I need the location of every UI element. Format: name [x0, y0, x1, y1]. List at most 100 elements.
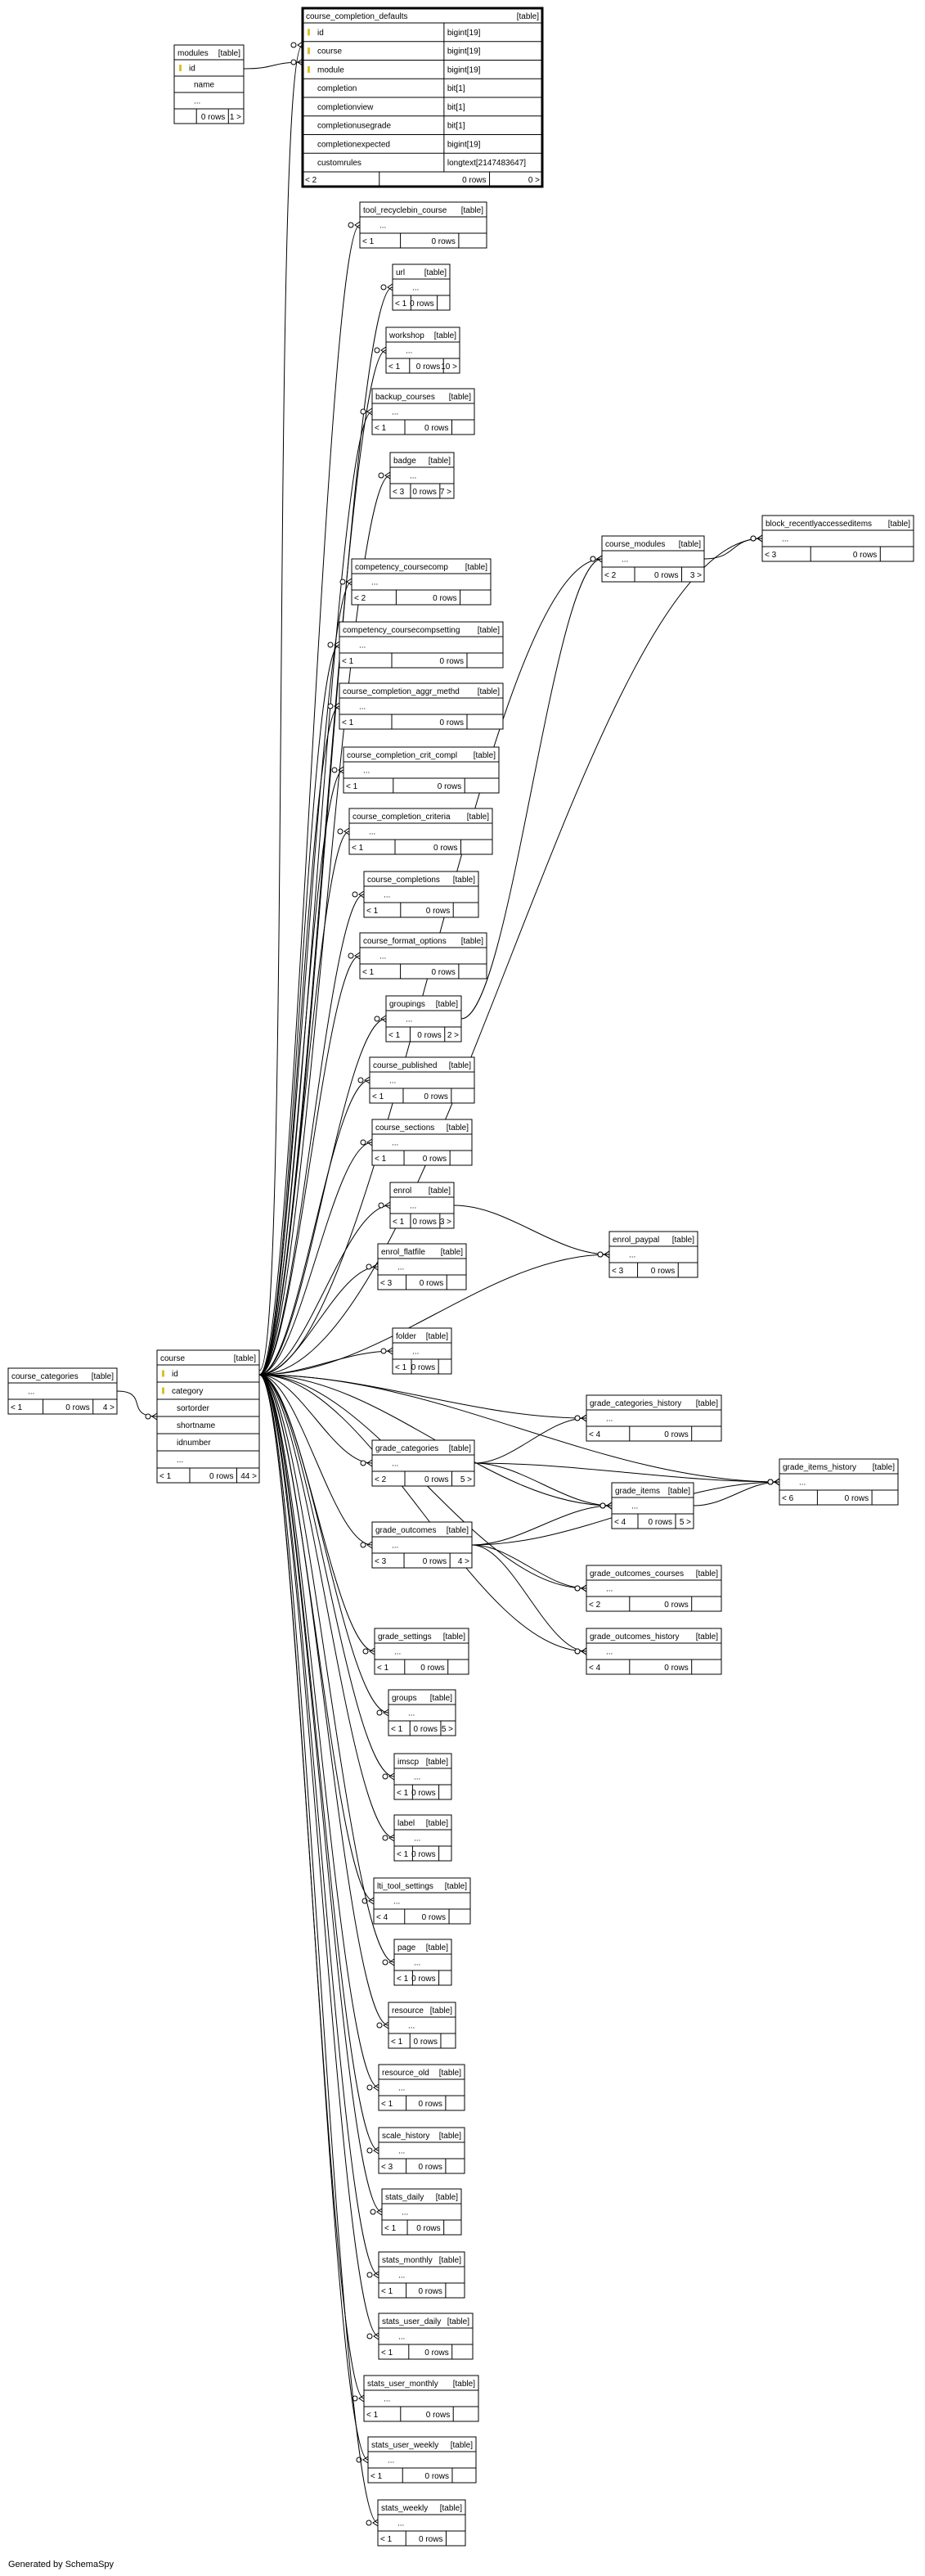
table-parents-count[interactable]: < 3	[765, 551, 777, 560]
table-parents-count[interactable]: < 4	[589, 1430, 601, 1439]
table-parents-count[interactable]: < 1	[375, 1155, 387, 1164]
table-children-count[interactable]: 4 >	[458, 1557, 469, 1566]
table-parents-count[interactable]: < 1	[388, 363, 401, 372]
table-course-completion-crit-compl[interactable]: course_completion_crit_compl[table]...< …	[343, 746, 500, 794]
table-children-count[interactable]: 5 >	[442, 1725, 453, 1734]
table-parents-count[interactable]: < 1	[377, 1664, 389, 1673]
table-course-completion-aggr-methd[interactable]: course_completion_aggr_methd[table]...< …	[339, 682, 504, 730]
table-parents-count[interactable]: < 3	[393, 488, 405, 497]
table-parents-count[interactable]: < 1	[393, 1218, 405, 1227]
table-parents-count[interactable]: < 2	[305, 176, 317, 185]
table-parents-count[interactable]: < 1	[342, 718, 354, 727]
table-parents-count[interactable]: < 1	[397, 1975, 409, 1984]
table-parents-count[interactable]: < 1	[11, 1403, 23, 1412]
table-parents-count[interactable]: < 2	[375, 1475, 387, 1484]
table-parents-count[interactable]: < 3	[375, 1557, 387, 1566]
table-parents-count[interactable]: < 6	[782, 1494, 794, 1503]
table-children-count[interactable]: 7 >	[440, 488, 451, 497]
table-children-count[interactable]: 2 >	[447, 1031, 459, 1040]
table-parents-count[interactable]: < 1	[381, 2287, 393, 2296]
table-parents-count[interactable]: < 2	[354, 594, 366, 603]
table-parents-count[interactable]: < 1	[388, 1031, 401, 1040]
table-parents-count[interactable]: < 1	[372, 1092, 384, 1101]
table-children-count[interactable]: 5 >	[680, 1518, 691, 1527]
table-children-count[interactable]: 5 >	[460, 1475, 472, 1484]
table-parents-count[interactable]: < 4	[614, 1518, 626, 1527]
table-parents-count[interactable]: < 1	[346, 782, 358, 791]
table-parents-count[interactable]: < 1	[395, 1363, 407, 1372]
table-children-count[interactable]: 3 >	[440, 1218, 451, 1227]
table-children-count[interactable]: 1 >	[230, 113, 241, 122]
table-parents-count[interactable]: < 1	[381, 2349, 393, 2358]
table-parents-count[interactable]: < 1	[366, 907, 379, 916]
table-parents-count[interactable]: < 1	[159, 1472, 172, 1481]
table-parents-count[interactable]: < 1	[362, 237, 375, 246]
table-children-count[interactable]: 4 >	[103, 1403, 115, 1412]
table-parents-count[interactable]: < 1	[362, 968, 375, 977]
table-parents-count[interactable]: < 1	[380, 2535, 393, 2544]
table-parents-count[interactable]: < 1	[342, 657, 354, 666]
table-parents-count[interactable]: < 1	[370, 2472, 383, 2481]
table-children-count[interactable]: 0 >	[528, 176, 540, 185]
table-course[interactable]: course[table]idcategorysortordershortnam…	[156, 1349, 260, 1484]
table-parents-count[interactable]: < 1	[375, 424, 387, 433]
table-parents-count[interactable]: < 1	[397, 1789, 409, 1798]
table-parents-count[interactable]: < 1	[381, 2100, 393, 2109]
table-competency-coursecompsetting[interactable]: competency_coursecompsetting[table]...< …	[339, 621, 504, 669]
table-parents-count[interactable]: < 3	[381, 2163, 393, 2172]
table-children-count[interactable]: 10 >	[441, 363, 457, 372]
table-parents-count[interactable]: < 1	[391, 1725, 403, 1734]
table-children-count[interactable]: 3 >	[690, 571, 702, 580]
table-parents-count[interactable]: < 3	[380, 1279, 393, 1288]
table-parents-count[interactable]: < 1	[395, 299, 407, 308]
table-parents-count[interactable]: < 3	[612, 1267, 624, 1276]
table-parents-count[interactable]: < 4	[376, 1913, 388, 1922]
table-parents-count[interactable]: < 1	[391, 2038, 403, 2047]
table-parents-count[interactable]: < 1	[384, 2224, 397, 2233]
table-parents-count[interactable]: < 4	[589, 1664, 601, 1673]
table-parents-count[interactable]: < 1	[397, 1850, 409, 1859]
table-parents-count[interactable]: < 1	[366, 2411, 379, 2420]
table-parents-count[interactable]: < 1	[352, 844, 364, 853]
